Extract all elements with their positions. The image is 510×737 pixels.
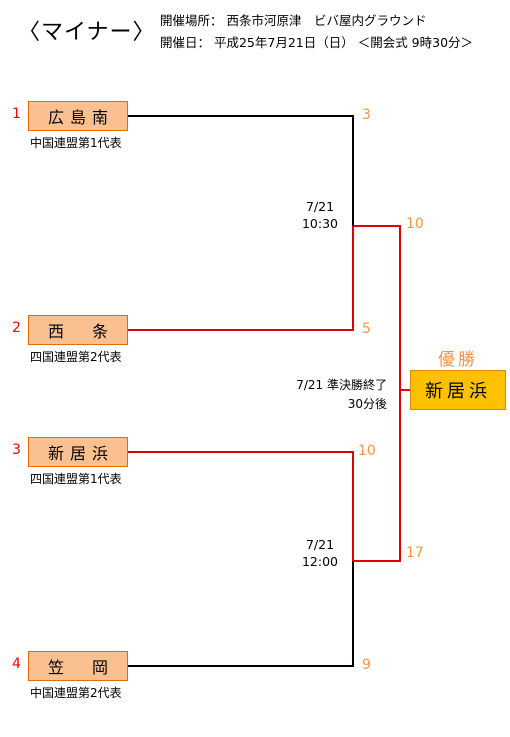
champion-label: 優勝 [438,350,478,370]
semifinal-2-clock: 12:00 [301,554,339,569]
final-score-top: 10 [406,216,424,232]
semifinal-1-time: 7/21 10:30 [290,198,350,232]
team-note-3: 四国連盟第1代表 [30,472,122,486]
final-schedule-line1: 7/21 準決勝終了 [296,378,387,392]
venue-info: 開催場所： 西条市河原津 ビバ屋内グラウンド [160,13,427,28]
score-team4: 9 [362,657,371,673]
team-note-1: 中国連盟第1代表 [30,136,122,150]
final-schedule: 7/21 準決勝終了 30分後 [296,376,387,414]
team-box-3: 新居浜 [28,437,128,467]
score-team1: 3 [362,107,371,123]
semifinal-2-date: 7/21 [305,537,335,552]
line-team1 [128,115,354,226]
score-team2: 5 [362,321,371,337]
line-team4 [128,561,354,667]
team-note-2: 四国連盟第2代表 [30,350,122,364]
semifinal-1-clock: 10:30 [301,216,339,231]
date-info: 開催日： 平成25年7月21日（日） ＜開会式 9時30分＞ [160,35,474,50]
team-box-1: 広島南 [28,101,128,131]
line-semi2-winner [353,390,401,562]
team-box-4: 笠 岡 [28,651,128,681]
team-note-4: 中国連盟第2代表 [30,686,122,700]
bracket-title: 〈マイナー〉 [18,20,156,45]
final-score-bottom: 17 [406,545,424,561]
score-team3: 10 [358,443,376,459]
final-schedule-line2: 30分後 [347,397,387,411]
seed-3: 3 [12,442,21,458]
team-box-2: 西 条 [28,315,128,345]
semifinal-2-time: 7/21 12:00 [290,536,350,570]
line-semi1-winner [353,225,401,390]
line-team3 [128,451,354,561]
line-team2 [128,226,354,331]
seed-4: 4 [12,656,21,672]
semifinal-1-date: 7/21 [305,199,335,214]
seed-1: 1 [12,106,21,122]
champion-box: 新居浜 [410,370,506,410]
seed-2: 2 [12,320,21,336]
